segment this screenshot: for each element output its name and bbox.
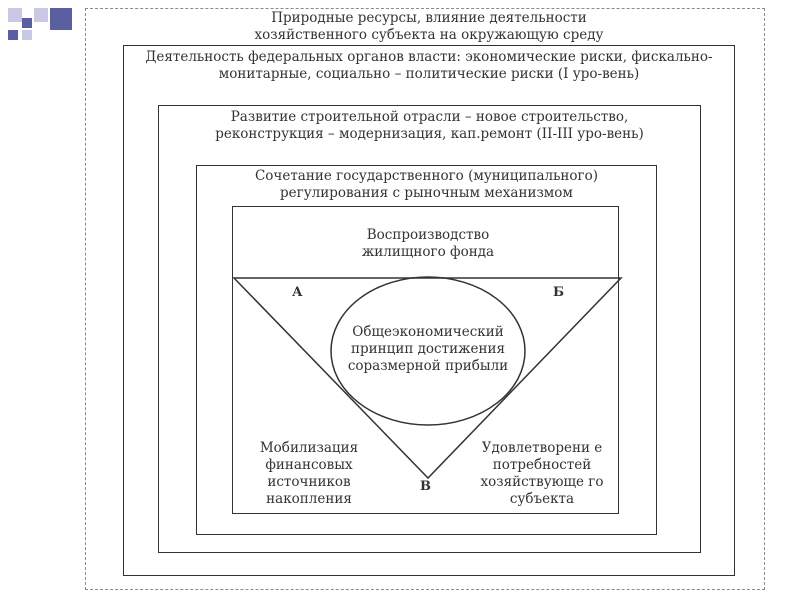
decorative-square-5 [50, 8, 72, 30]
decorative-square-3 [34, 8, 48, 22]
level3-box: Развитие строительной отрасли – новое ст… [158, 105, 701, 553]
level1-box: Природные ресурсы, влияние деятельности … [123, 10, 735, 576]
level4-box: Сочетание государственного (муниципально… [196, 165, 657, 535]
letter-v: В [420, 479, 431, 494]
inverted-triangle [232, 277, 623, 480]
inner-box [232, 206, 619, 514]
inner-top-label: Воспроизводство жилищного фонда [361, 227, 495, 260]
bottom-left-label: Мобилизация финансовых источников накопл… [259, 440, 359, 507]
decorative-square-6 [8, 30, 18, 40]
center-circle [330, 276, 526, 426]
letter-b: Б [553, 285, 565, 300]
letter-a: А [292, 285, 303, 300]
level2-box: Деятельность федеральных органов власти:… [123, 45, 735, 576]
level1-title: Природные ресурсы, влияние деятельности … [254, 10, 604, 43]
decorative-square-2 [22, 18, 32, 28]
level2-title: Деятельность федеральных органов власти:… [145, 49, 713, 82]
level3-title: Развитие строительной отрасли – новое ст… [215, 109, 644, 142]
bottom-right-label: Удовлетворени е потребностей хозяйствующ… [480, 440, 604, 507]
level4-title: Сочетание государственного (муниципально… [254, 168, 599, 201]
decorative-square-1 [8, 8, 22, 22]
center-label: Общеэкономический принцип достижения сор… [347, 324, 509, 374]
outer-dashed-frame [85, 8, 765, 590]
decorative-square-4 [22, 30, 32, 40]
